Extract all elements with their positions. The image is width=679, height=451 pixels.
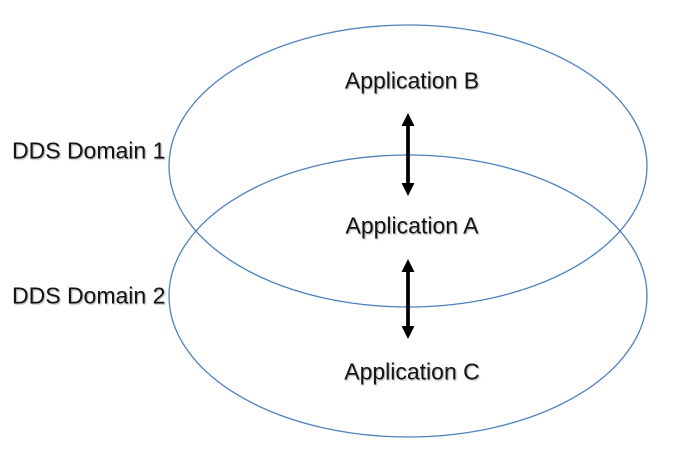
label-dds-domain-2: DDS Domain 2 (12, 282, 166, 309)
label-application-b: Application B (344, 67, 480, 94)
arrowhead-up-icon (401, 259, 415, 272)
label-application-a: Application A (345, 212, 479, 239)
double-arrow-icon-b-a (401, 113, 415, 196)
label-application-c: Application C (344, 358, 480, 385)
arrowhead-down-icon (401, 326, 415, 339)
label-dds-domain-1: DDS Domain 1 (12, 137, 166, 164)
arrowhead-down-icon (401, 183, 415, 196)
double-arrow-icon-a-c (401, 259, 415, 339)
arrowhead-up-icon (401, 113, 415, 126)
